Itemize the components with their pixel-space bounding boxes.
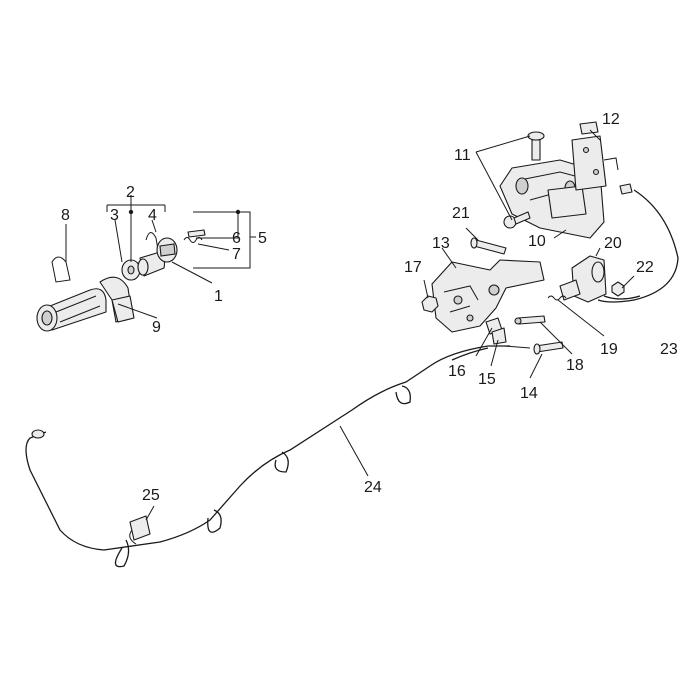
label-22: 22 bbox=[636, 259, 654, 276]
label-4: 4 bbox=[148, 207, 157, 224]
label-7: 7 bbox=[232, 246, 241, 263]
label-9: 9 bbox=[152, 319, 161, 336]
leader-lines-upper bbox=[475, 129, 601, 239]
label-6: 6 bbox=[232, 230, 241, 247]
cable-part-23 bbox=[597, 189, 679, 303]
cam-part-1 bbox=[156, 237, 178, 263]
label-2: 2 bbox=[126, 184, 135, 201]
callout-labels: 1 2 3 4 5 6 7 8 9 10 11 12 13 14 15 16 1… bbox=[61, 111, 678, 504]
leader-lines-left bbox=[65, 219, 213, 319]
bolt-part-21 bbox=[470, 237, 507, 255]
leader-lines-middle bbox=[423, 227, 635, 379]
lever-bracket-part-13 bbox=[431, 259, 545, 333]
spring-pin-6-7 bbox=[183, 229, 206, 243]
pin-part-14 bbox=[503, 341, 564, 355]
label-21: 21 bbox=[452, 205, 470, 222]
label-3: 3 bbox=[110, 207, 119, 224]
label-8: 8 bbox=[61, 207, 70, 224]
latch-plate-part-12 bbox=[571, 121, 633, 195]
label-25: 25 bbox=[142, 487, 160, 504]
group-bracket-5 bbox=[193, 209, 256, 269]
lock-barrel-housing bbox=[36, 276, 135, 332]
label-12: 12 bbox=[602, 111, 620, 128]
label-5: 5 bbox=[258, 230, 267, 247]
washer-part-3 bbox=[121, 259, 141, 281]
label-17: 17 bbox=[404, 259, 422, 276]
group-bracket-2 bbox=[106, 195, 166, 262]
cable-bracket-part-20 bbox=[559, 255, 607, 303]
cable-part-24 bbox=[25, 345, 510, 568]
label-11: 11 bbox=[454, 147, 471, 164]
label-19: 19 bbox=[600, 341, 618, 358]
label-1: 1 bbox=[214, 288, 223, 305]
pin-part-18 bbox=[514, 315, 546, 325]
cable-clip-part-25 bbox=[129, 505, 155, 545]
label-24: 24 bbox=[364, 479, 382, 496]
nut-part-22 bbox=[611, 281, 625, 297]
label-16: 16 bbox=[448, 363, 466, 380]
spring-part-4 bbox=[145, 232, 159, 251]
label-14: 14 bbox=[520, 385, 538, 402]
bolt-upper-part-11 bbox=[527, 131, 545, 161]
label-20: 20 bbox=[604, 235, 622, 252]
label-23: 23 bbox=[660, 341, 678, 358]
leader-line-24 bbox=[339, 425, 369, 477]
label-13: 13 bbox=[432, 235, 450, 252]
spring-part-19 bbox=[547, 295, 567, 301]
clip-part-15 bbox=[491, 327, 507, 345]
gasket-ring bbox=[51, 256, 71, 283]
label-10: 10 bbox=[528, 233, 546, 250]
label-15: 15 bbox=[478, 371, 496, 388]
label-18: 18 bbox=[566, 357, 584, 374]
